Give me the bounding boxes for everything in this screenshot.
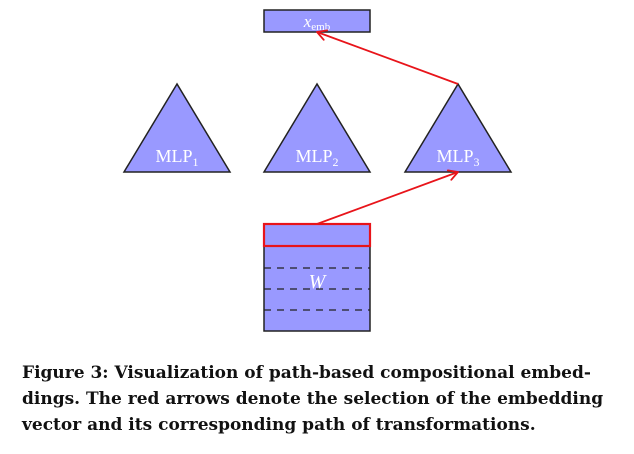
- mlp-2-name: MLP: [295, 146, 332, 166]
- mlp-2-label: MLP2: [295, 146, 338, 169]
- mlp-2-triangle: [262, 82, 372, 173]
- embedding-symbol: x: [303, 12, 312, 31]
- caption-line: dings. The red arrows denote the selecti…: [22, 389, 604, 409]
- mlp-1-triangle: [122, 82, 232, 173]
- arrow-mlp-3-to-embedding: [316, 29, 459, 85]
- mlp-3-subscript: 3: [474, 155, 480, 169]
- mlp-2-node: MLP2: [262, 82, 372, 173]
- matrix-body: [263, 223, 371, 332]
- mlp-3-name: MLP: [436, 146, 473, 166]
- matrix-node: W: [262, 222, 372, 332]
- caption-line: Figure 3: Visualization of path-based co…: [22, 363, 591, 383]
- mlp-2-subscript: 2: [333, 155, 339, 169]
- mlp-3-label: MLP3: [436, 146, 479, 169]
- matrix-label: W: [309, 271, 328, 293]
- mlp-1-name: MLP: [155, 146, 192, 166]
- arrow-row-to-mlp-3: [316, 169, 459, 225]
- mlp-3-node: MLP3: [403, 82, 513, 173]
- mlp-1-subscript: 1: [193, 155, 199, 169]
- diagram-canvas: xemb MLP1 MLP2 MLP3 W: [122, 9, 513, 332]
- embedding-node: xemb: [263, 9, 371, 33]
- figure-caption: Figure 3: Visualization of path-based co…: [22, 360, 622, 438]
- mlp-1-label: MLP1: [155, 146, 198, 169]
- embedding-subscript: emb: [311, 21, 330, 33]
- mlp-1-node: MLP1: [122, 82, 232, 173]
- caption-line: vector and its corresponding path of tra…: [22, 415, 536, 435]
